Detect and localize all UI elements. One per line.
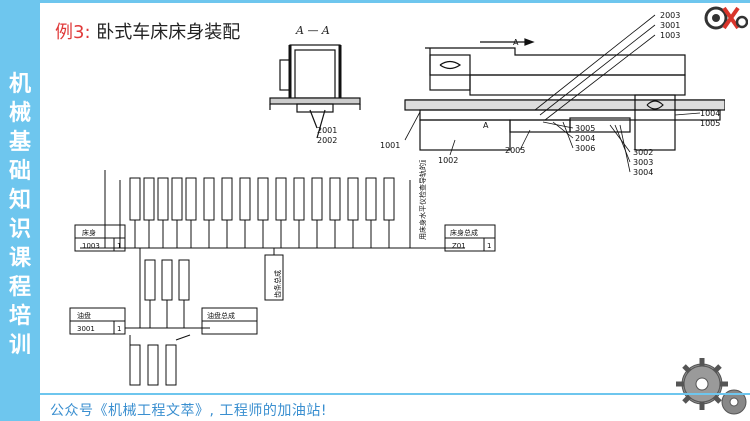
- bed-assy-name: 床身总成: [450, 228, 478, 237]
- sidebar-char: 培: [8, 304, 31, 329]
- title-text: 卧式车床床身装配: [96, 22, 241, 43]
- label-2005: 2005: [505, 146, 525, 155]
- label-3004: 3004: [633, 168, 653, 177]
- label-2001: 2001: [317, 126, 337, 135]
- assembly-drawing: 2001 2002 A A 2003 3001 1003 10: [269, 11, 725, 177]
- oil-pan-qty: 1: [117, 325, 121, 333]
- main-view: [404, 38, 725, 151]
- label-1005: 1005: [700, 119, 720, 128]
- section-label: A — A: [296, 24, 330, 37]
- label-3005: 3005: [575, 124, 595, 133]
- sidebar-char: 基: [8, 130, 31, 155]
- slide-title: 例3: 卧式车床床身装配: [55, 18, 240, 44]
- label-1004: 1004: [700, 109, 720, 118]
- bed-name: 床身: [82, 228, 96, 237]
- oil-pan-code: 3001: [77, 325, 95, 333]
- title-prefix: 例3:: [55, 22, 91, 43]
- sidebar-title: 机 械 基 础 知 识 课 程 培 训: [6, 70, 34, 360]
- footer-text: 公众号《机械工程文萃》, 工程师的加油站!: [50, 403, 328, 419]
- footer-divider: [40, 393, 750, 395]
- bed-assy-qty: 1: [487, 242, 491, 250]
- label-3002: 3002: [633, 148, 653, 157]
- arrow-a-bottom: A: [483, 121, 489, 130]
- label-3006: 3006: [575, 144, 595, 153]
- oil-pan-assembly: 油盘总成: [207, 311, 235, 320]
- bed-code: 1003: [82, 242, 100, 250]
- oil-pan-name: 油盘: [77, 311, 91, 320]
- sidebar-char: 训: [8, 333, 31, 358]
- sidebar-char: 知: [8, 188, 31, 213]
- sidebar-char: 械: [8, 101, 31, 126]
- sidebar: 机 械 基 础 知 识 课 程 培 训: [0, 0, 40, 421]
- label-2004: 2004: [575, 134, 595, 143]
- label-2003: 2003: [660, 11, 680, 20]
- sidebar-char: 机: [8, 72, 31, 97]
- vertical-note: 用床身水平仪检查导轨的直线度: [418, 160, 427, 240]
- sidebar-char: 础: [8, 159, 31, 184]
- label-3003: 3003: [633, 158, 653, 167]
- logo-icon: [704, 6, 748, 30]
- sidebar-char: 课: [8, 246, 31, 271]
- bed-qty: 1: [117, 242, 121, 250]
- bed-assy-code: Z01: [452, 242, 466, 250]
- label-3001: 3001: [660, 21, 680, 30]
- label-2002: 2002: [317, 136, 337, 145]
- sidebar-char: 程: [8, 275, 31, 300]
- sidebar-char: 识: [8, 217, 31, 242]
- section-view: [269, 44, 361, 139]
- label-1003: 1003: [660, 31, 680, 40]
- assembly-tree: 床身 1003 1 床身总成 Z01 1 油盘 3001 1 油盘总成 齿条总成…: [69, 160, 496, 386]
- label-1002: 1002: [438, 156, 458, 165]
- gear-icon: [676, 358, 747, 415]
- gear-assembly: 齿条总成: [273, 270, 282, 298]
- arrow-a-top: A: [513, 38, 519, 47]
- top-accent-bar: [40, 0, 750, 3]
- label-1001: 1001: [380, 141, 400, 150]
